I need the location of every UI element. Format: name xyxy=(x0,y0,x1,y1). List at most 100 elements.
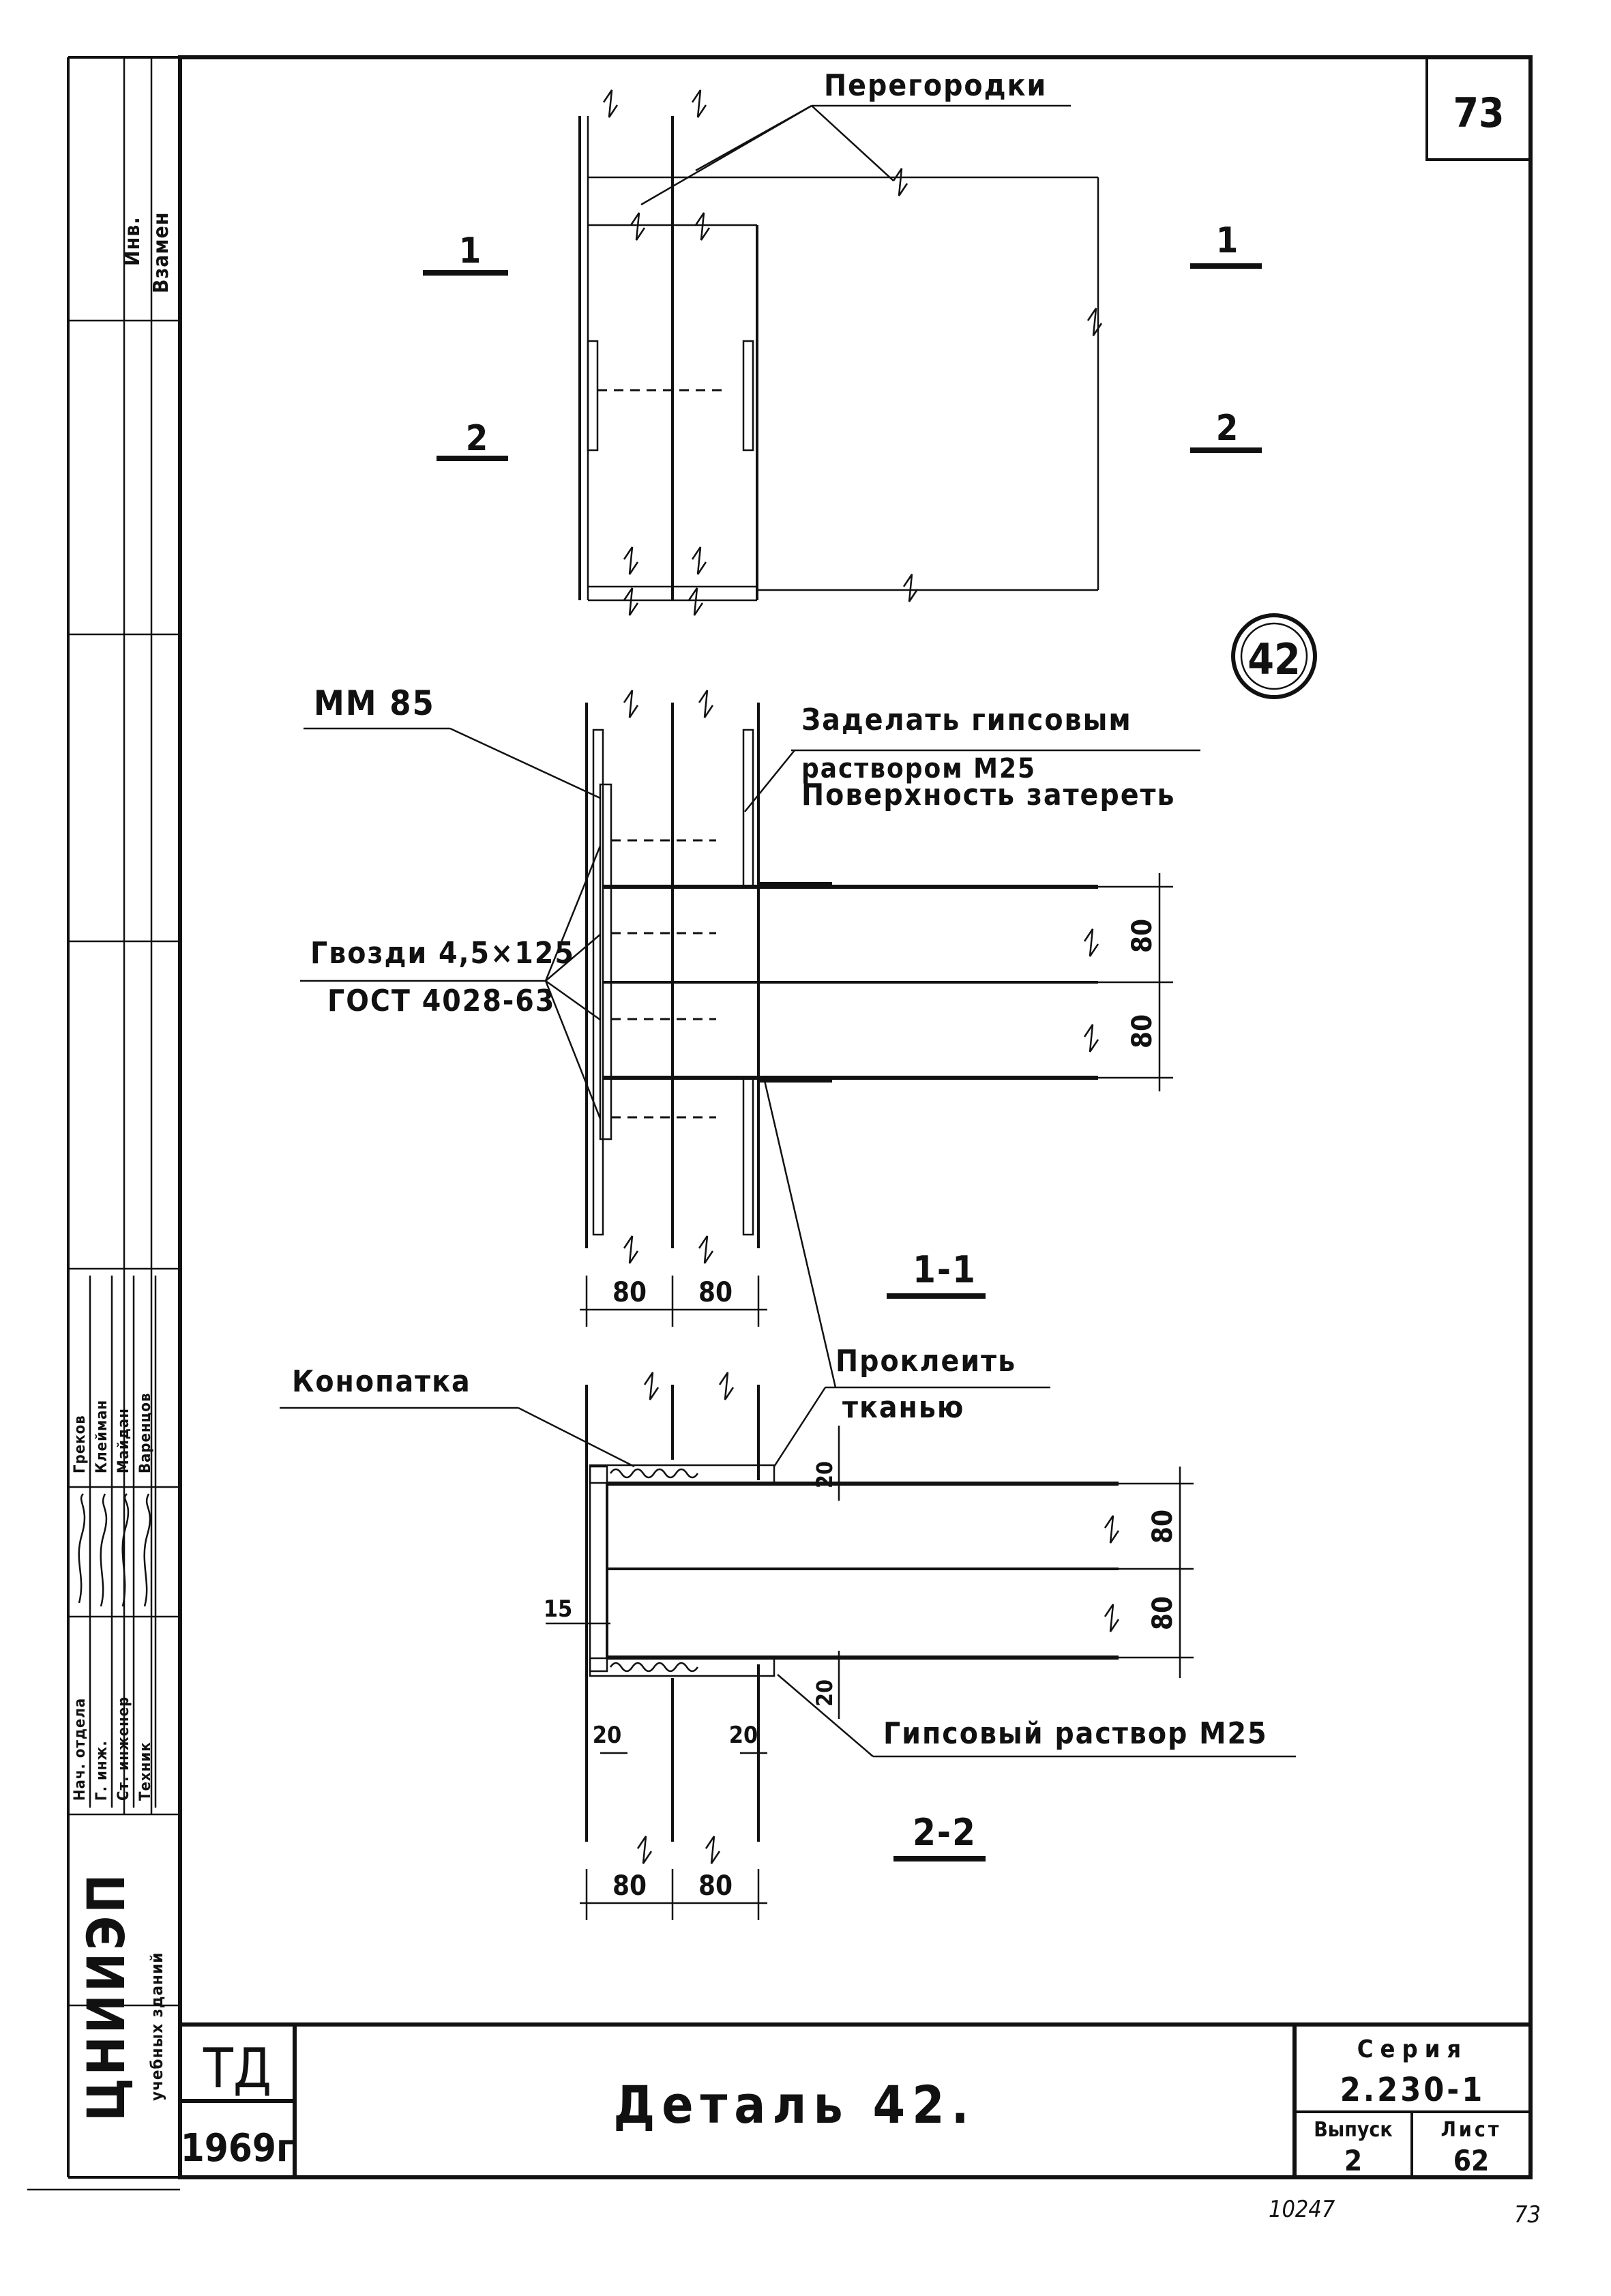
plan-view: Перегородки 1 2 1 2 42 xyxy=(423,68,1317,699)
plan-break-mark xyxy=(691,89,707,118)
s2-dim-small-3: 20 xyxy=(593,1722,622,1749)
s2-dim-left: 15 xyxy=(544,1595,573,1623)
s2-konopatka-pattern-top xyxy=(609,1468,699,1479)
s1-break-mark xyxy=(698,690,714,718)
label-gipsovyi: Гипсовый раствор М25 xyxy=(883,1716,1268,1751)
s2-break-mark xyxy=(1104,1515,1120,1544)
s2-break-mark xyxy=(1104,1604,1120,1632)
mm85-leader xyxy=(449,727,601,799)
prokleit-leader-to-s1 xyxy=(763,1077,837,1388)
peregorodki-leader xyxy=(695,104,812,172)
section-mark-2-right: 2 xyxy=(1216,408,1240,449)
stamp-name-3: Майдан xyxy=(115,1408,132,1473)
s2-dim-small-2: 20 xyxy=(812,1679,838,1707)
label-mm85: ММ 85 xyxy=(314,683,435,723)
s1-dim-horizontal-2: 80 xyxy=(698,1277,733,1308)
label-zadelat-line1: Заделать гипсовым xyxy=(801,703,1132,737)
s1-dim-horizontal-1: 80 xyxy=(612,1277,647,1308)
s2-break-mark xyxy=(718,1372,735,1400)
stamp-name-4: Варенцов xyxy=(137,1392,154,1473)
s1-mm85-strip xyxy=(599,783,612,1140)
s1-dim-vertical-1: 80 xyxy=(1127,919,1158,953)
plan-break-mark xyxy=(1087,308,1103,336)
side-strip-inv: Инв. xyxy=(121,216,145,266)
gipsovyi-leader xyxy=(777,1674,874,1757)
section-mark-1-left: 1 xyxy=(459,231,483,271)
bottom-left-code: 10247 xyxy=(1269,2196,1335,2223)
plan-break-mark xyxy=(688,587,704,616)
top-right-number: 73 xyxy=(1453,89,1504,137)
gvozdi-leader xyxy=(544,845,602,982)
signature-1 xyxy=(78,1493,86,1604)
plan-break-mark xyxy=(602,89,619,118)
plan-break-mark xyxy=(902,574,919,602)
s1-board-right-lower xyxy=(742,1076,754,1236)
s2-konopatka-pattern-bottom xyxy=(609,1662,699,1673)
plan-break-mark xyxy=(623,546,639,575)
s2-break-mark xyxy=(643,1372,660,1400)
title-block: ТД 1969г Деталь 42. Серия 2.230-1 Выпуск… xyxy=(180,2022,1531,2177)
s1-break-mark xyxy=(1083,928,1099,957)
peregorodki-leader xyxy=(811,105,894,181)
zadelat-leader xyxy=(744,750,795,812)
label-gvozdi-line1: Гвозди 4,5×125 xyxy=(310,936,575,971)
stamp-role-3: Ст. инженер xyxy=(115,1696,132,1801)
gvozdi-leader xyxy=(545,980,601,1021)
side-strip: Инв. Взамен Нач. отдела Г. инж. Ст. инже… xyxy=(68,57,180,2121)
plan-break-mark xyxy=(892,168,908,196)
signature-2 xyxy=(100,1493,108,1607)
bottom-right-number: 73 xyxy=(1514,2201,1541,2228)
label-prokleit-line2: тканью xyxy=(842,1390,964,1425)
stamp-role-1: Нач. отдела xyxy=(72,1698,89,1801)
title-block-year: 1969г xyxy=(181,2126,295,2170)
plan-board-left xyxy=(587,340,599,452)
s2-dim-vertical-2: 80 xyxy=(1147,1596,1179,1630)
s2-dim-small-4: 20 xyxy=(729,1722,758,1749)
s1-break-mark xyxy=(623,690,639,718)
label-konopatka: Конопатка xyxy=(292,1364,471,1399)
label-gvozdi-line2: ГОСТ 4028-63 xyxy=(327,984,555,1018)
s1-board-left xyxy=(592,728,604,1236)
series-value: 2.230-1 xyxy=(1340,2071,1486,2109)
side-strip-org: ЦНИИЭП xyxy=(76,1871,136,2121)
section-1-1: 80 80 80 80 ММ 85 Заделать гипсовым раст… xyxy=(300,683,1200,1327)
plan-break-mark xyxy=(630,212,646,241)
stamp-name-2: Клейман xyxy=(93,1400,110,1473)
section-2-title: 2-2 xyxy=(913,1811,977,1854)
side-strip-vzamen: Взамен xyxy=(149,212,173,293)
konopatka-leader xyxy=(518,1407,635,1468)
signature-3 xyxy=(121,1493,130,1607)
detail-circle-outer xyxy=(1231,613,1317,699)
s2-dim-vertical-1: 80 xyxy=(1147,1510,1179,1544)
prokleit-leader xyxy=(773,1387,827,1467)
series-label: Серия xyxy=(1357,2035,1468,2063)
s2-dim-horizontal-2: 80 xyxy=(698,1870,733,1902)
signature-4 xyxy=(143,1493,151,1607)
stamp-role-4: Техник xyxy=(137,1741,154,1801)
s2-break-mark xyxy=(705,1836,721,1864)
gvozdi-leader xyxy=(545,934,601,982)
signature-stamp: Нач. отдела Г. инж. Ст. инженер Техник Г… xyxy=(68,1276,180,1808)
label-zadelat-line3: Поверхность затереть xyxy=(801,778,1176,812)
label-prokleit-line1: Проклеить xyxy=(836,1344,1016,1379)
s2-plaster-top xyxy=(589,1464,775,1484)
top-right-number-box xyxy=(1425,56,1532,161)
vypusk-value: 2 xyxy=(1344,2144,1362,2177)
s1-break-mark xyxy=(1083,1024,1099,1053)
frame-border xyxy=(178,55,1533,2179)
title-block-title: Деталь 42. xyxy=(613,2074,975,2135)
s2-dim-small-1: 20 xyxy=(812,1461,838,1488)
plan-break-mark xyxy=(623,587,639,616)
plan-break-mark xyxy=(691,546,707,575)
stamp-name-1: Греков xyxy=(72,1415,89,1473)
vypusk-label: Выпуск xyxy=(1314,2118,1393,2142)
s2-plaster-bottom xyxy=(589,1657,775,1677)
detail-number: 42 xyxy=(1247,634,1301,684)
label-peregorodki: Перегородки xyxy=(824,68,1047,103)
s1-break-mark xyxy=(698,1235,714,1264)
s2-break-mark xyxy=(636,1836,653,1864)
side-strip-org-sub: учебных зданий xyxy=(147,1952,166,2101)
section-mark-1-right: 1 xyxy=(1216,220,1240,261)
detail-circle-inner xyxy=(1240,622,1308,690)
